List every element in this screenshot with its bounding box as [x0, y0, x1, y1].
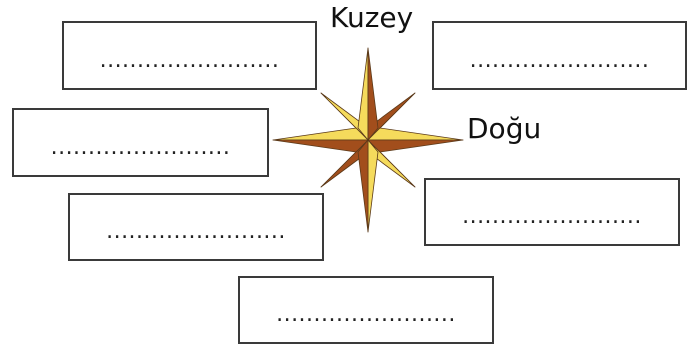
east-label: Doğu	[467, 112, 542, 145]
answer-blank: ........................	[106, 219, 286, 244]
answer-box-west[interactable]: ........................	[12, 108, 269, 177]
answer-blank: ........................	[462, 204, 642, 229]
compass-rose-icon	[272, 47, 464, 233]
answer-blank: ........................	[99, 48, 280, 73]
answer-box-northeast[interactable]: ........................	[432, 21, 687, 90]
answer-box-south[interactable]: ........................	[238, 276, 494, 344]
answer-blank: ........................	[276, 302, 456, 327]
answer-box-southeast[interactable]: ........................	[424, 178, 680, 246]
answer-blank: ........................	[469, 48, 650, 73]
north-label: Kuzey	[330, 1, 414, 34]
answer-blank: ........................	[50, 135, 231, 160]
compass-cardinal-points	[272, 47, 464, 233]
answer-box-northwest[interactable]: ........................	[62, 21, 317, 90]
answer-box-southwest[interactable]: ........................	[68, 193, 324, 261]
